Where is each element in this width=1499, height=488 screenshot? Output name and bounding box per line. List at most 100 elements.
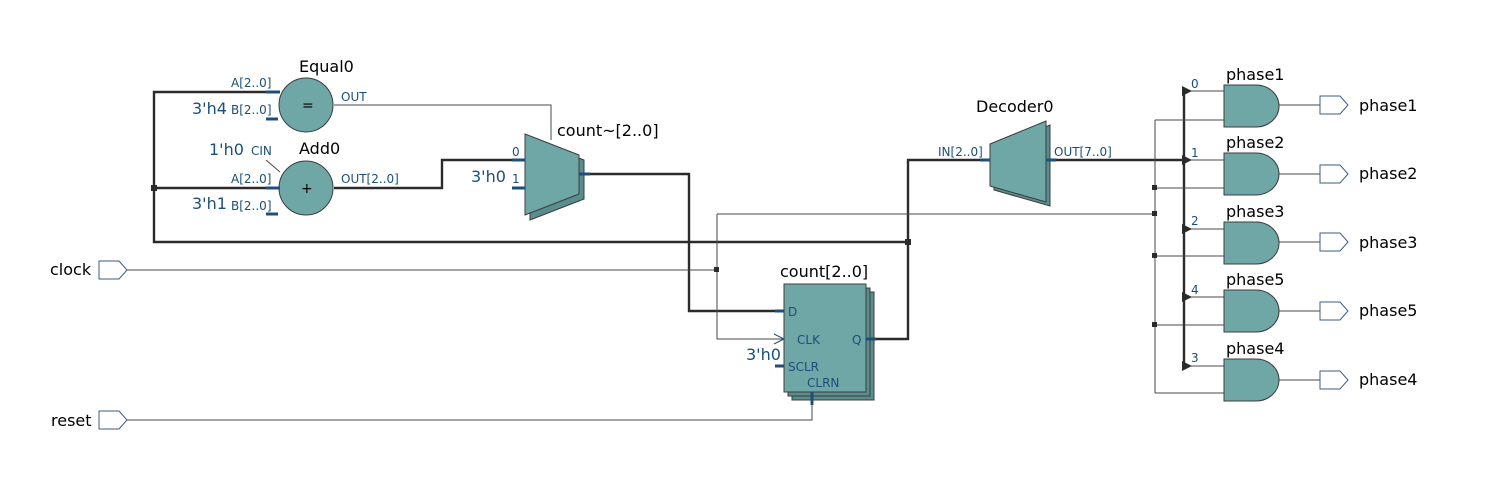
pin-label-clock: clock <box>50 260 92 279</box>
output-pin-shape[interactable] <box>1319 370 1349 390</box>
output-pin-shape[interactable] <box>1319 164 1349 184</box>
output-pin-phase2[interactable]: phase2 <box>1319 164 1417 184</box>
input-pin-clock[interactable]: clock <box>50 260 128 280</box>
feedback-bus[interactable] <box>152 90 908 244</box>
output-pin-shape[interactable] <box>1319 301 1349 321</box>
junction-dot <box>151 185 157 191</box>
bit-arrow-icon <box>1182 292 1192 302</box>
multiplexer[interactable]: count~[2..0] 0 1 3'h0 <box>471 121 659 221</box>
decoder-body[interactable] <box>989 120 1047 203</box>
decoder[interactable]: Decoder0 IN[2..0] OUT[7..0] <box>938 97 1112 207</box>
register-port-d: D <box>788 305 797 319</box>
add-name: Add0 <box>299 139 340 158</box>
and-gate-phase3[interactable]: phase3 2 <box>1191 202 1284 265</box>
output-pin-phase1[interactable]: phase1 <box>1319 95 1417 115</box>
clock-wire-to-clk[interactable] <box>716 214 784 340</box>
mux-port-0: 0 <box>512 145 520 159</box>
bit-arrow-icon <box>1182 155 1192 165</box>
decoder-port-in: IN[2..0] <box>938 145 983 159</box>
add-const-b: 3'h1 <box>192 194 227 213</box>
bit-arrow-icon <box>1182 86 1192 96</box>
junction-dot <box>1152 322 1157 327</box>
output-pin-phase3[interactable]: phase3 <box>1319 232 1417 252</box>
gate-body[interactable] <box>1223 84 1280 128</box>
cin-wire <box>265 159 281 173</box>
adder[interactable]: Add0 + CIN 1'h0 A[2..0] B[2..0] 3'h1 OUT… <box>192 139 399 216</box>
output-pin-phase4[interactable]: phase4 <box>1319 370 1417 390</box>
equal-symbol: = <box>302 98 314 114</box>
decoder-port-out: OUT[7..0] <box>1054 145 1112 159</box>
register[interactable]: count[2..0] D CLK SCLR 3'h0 CLRN Q <box>746 262 876 405</box>
wires <box>126 86 1320 421</box>
register-port-sclr: SCLR <box>788 360 819 374</box>
mux-to-register-bus[interactable] <box>580 172 784 313</box>
mux-const-1: 3'h0 <box>471 167 506 186</box>
reset-wire[interactable] <box>126 400 813 421</box>
gate-bit-label: 1 <box>1191 146 1199 160</box>
pin-label-phase3: phase3 <box>1359 233 1417 252</box>
gate-name: phase1 <box>1226 65 1284 84</box>
decoder-name: Decoder0 <box>976 97 1054 116</box>
input-pin-reset[interactable]: reset <box>51 410 128 430</box>
gate-name: phase3 <box>1226 202 1284 221</box>
bit-arrow-icon <box>1182 224 1192 234</box>
and-gate-phase2[interactable]: phase2 1 <box>1191 133 1284 196</box>
register-const-sclr: 3'h0 <box>746 345 781 364</box>
bit-arrow-icon <box>1182 361 1192 371</box>
output-pin-shape[interactable] <box>1319 95 1349 115</box>
equal-name: Equal0 <box>299 57 354 76</box>
add-port-b: B[2..0] <box>231 199 272 213</box>
register-port-q: Q <box>852 333 861 347</box>
and-gate-phase4[interactable]: phase4 3 <box>1191 339 1284 402</box>
junction-dot <box>905 239 911 245</box>
gate-bit-label: 0 <box>1191 77 1199 91</box>
add-to-mux-bus[interactable] <box>334 158 525 190</box>
equal-body[interactable] <box>278 77 334 133</box>
input-pin-shape[interactable] <box>98 260 128 280</box>
junction-dot <box>1152 211 1157 216</box>
add-const-cin: 1'h0 <box>209 140 244 159</box>
gate-body[interactable] <box>1223 221 1280 265</box>
pin-label-reset: reset <box>51 411 92 430</box>
gate-bit-label: 4 <box>1191 283 1199 297</box>
gate-name: phase5 <box>1226 270 1284 289</box>
add-port-out: OUT[2..0] <box>341 172 399 186</box>
equal-comparator[interactable]: Equal0 = A[2..0] B[2..0] 3'h4 OUT <box>192 57 367 133</box>
pin-label-phase2: phase2 <box>1359 164 1417 183</box>
register-port-clrn: CLRN <box>807 376 839 390</box>
output-pin-phase5[interactable]: phase5 <box>1319 301 1417 321</box>
junction-dot <box>714 267 719 272</box>
and-gate-phase5[interactable]: phase5 4 <box>1191 270 1284 333</box>
pin-label-phase5: phase5 <box>1359 301 1417 320</box>
and-gate-phase1[interactable]: phase1 0 <box>1191 65 1284 128</box>
input-pin-shape[interactable] <box>98 410 128 430</box>
gate-body[interactable] <box>1223 358 1280 402</box>
mux-name: count~[2..0] <box>557 121 659 140</box>
equal-port-out: OUT <box>341 90 367 104</box>
register-port-clk: CLK <box>797 333 821 347</box>
gate-name: phase2 <box>1226 133 1284 152</box>
add-port-cin: CIN <box>251 144 272 158</box>
gate-bit-label: 3 <box>1191 351 1199 365</box>
equal-const-b: 3'h4 <box>192 99 227 118</box>
pin-label-phase1: phase1 <box>1359 96 1417 115</box>
output-pin-shape[interactable] <box>1319 232 1349 252</box>
equal-port-b: B[2..0] <box>231 103 272 117</box>
junction-dot <box>1152 253 1157 258</box>
junction-dot <box>1152 185 1157 190</box>
gate-name: phase4 <box>1226 339 1284 358</box>
register-to-decoder-bus[interactable] <box>870 158 990 341</box>
gate-body[interactable] <box>1223 152 1280 196</box>
equal-to-mux-select-wire[interactable] <box>334 104 552 140</box>
pin-label-phase4: phase4 <box>1359 370 1417 389</box>
gate-bit-label: 2 <box>1191 214 1199 228</box>
register-name: count[2..0] <box>780 262 868 281</box>
mux-port-1: 1 <box>512 172 520 186</box>
add-port-a: A[2..0] <box>231 172 271 186</box>
equal-port-a: A[2..0] <box>231 76 271 90</box>
clock-edge-icon <box>773 333 786 345</box>
gate-body[interactable] <box>1223 289 1280 333</box>
add-symbol: + <box>301 181 313 197</box>
register-body[interactable] <box>783 283 867 393</box>
